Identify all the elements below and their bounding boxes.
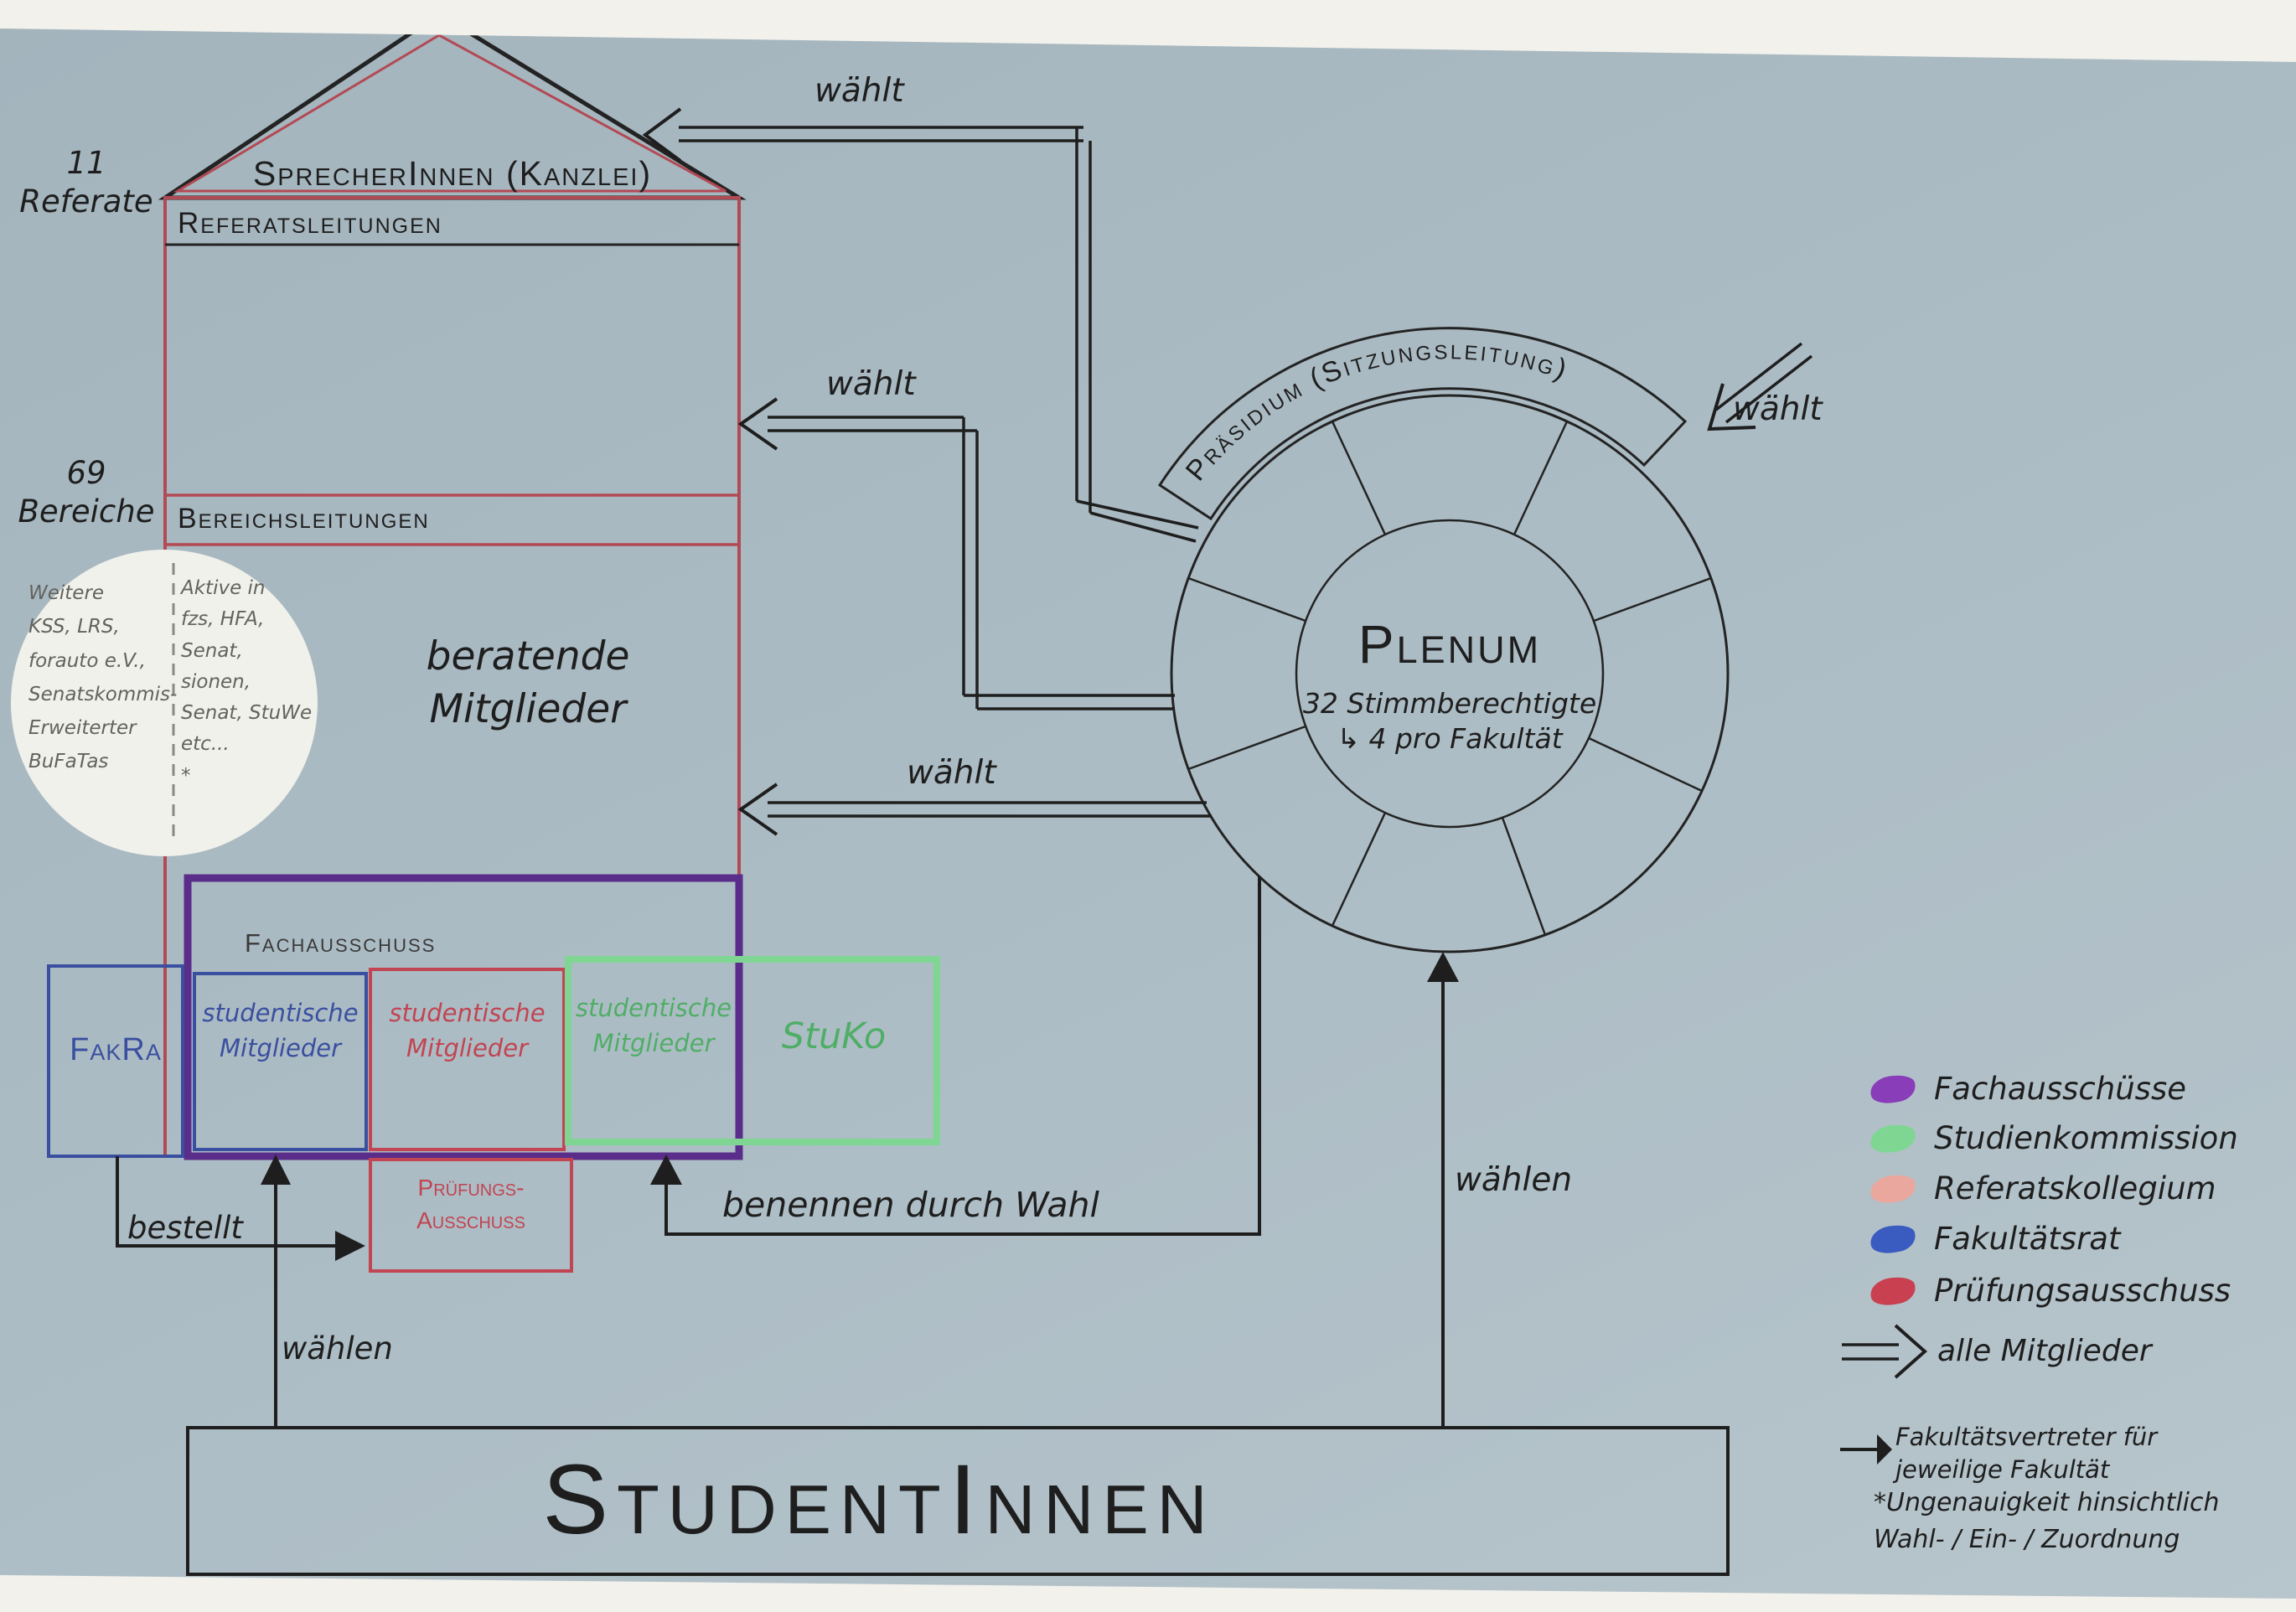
fachausschuss-box xyxy=(184,874,743,1160)
bereichsleitungen-label: Bereichsleitungen xyxy=(178,503,430,535)
member-label-fakultaetsrat: studentische Mitglieder xyxy=(202,999,359,1063)
legend-label: Fakultätsrat xyxy=(1934,1221,2121,1257)
plenum-spokes xyxy=(1187,421,1712,936)
plenum-inner-circle xyxy=(1295,519,1605,829)
plenum-line1: 32 Stimmberechtigte xyxy=(1302,687,1597,720)
member-label-pruefungsausschuss: studentische Mitglieder xyxy=(389,999,546,1063)
legend-item-studienkommission: Studienkommission xyxy=(1868,1120,2238,1156)
praesidium-label: Präsidium (Sitzungsleitung) xyxy=(1180,333,1574,487)
pruefungsausschuss-box xyxy=(369,1158,573,1273)
legend-label: Studienkommission xyxy=(1934,1120,2238,1156)
blue-blob-icon xyxy=(1868,1222,1918,1256)
salmon-blob-icon xyxy=(1868,1171,1918,1206)
stuko-label: StuKo xyxy=(781,1015,887,1057)
plenum-line2: ↳ 4 pro Fakultät xyxy=(1337,722,1563,755)
legend-label: Fachausschüsse xyxy=(1934,1071,2186,1107)
note-circle xyxy=(11,550,318,856)
bestellt-arrow xyxy=(116,1156,365,1261)
bereiche-count-label: 69 Bereiche xyxy=(18,455,155,530)
waehlt-top-arrow xyxy=(642,107,1199,543)
legend-item-pruefungsausschuss: Prüfungsausschuss xyxy=(1868,1273,2231,1309)
red-blob-icon xyxy=(1868,1274,1918,1308)
pruefungsausschuss-label: Prüfungs- Ausschuss xyxy=(416,1175,525,1234)
fakra-label: FakRa xyxy=(70,1032,162,1067)
waehlt-lower-label: wählt xyxy=(907,754,996,792)
referatsleitungen-label: Referatsleitungen xyxy=(178,207,442,240)
member-box-fakultaetsrat xyxy=(193,972,368,1151)
benennen-arrow xyxy=(650,876,1261,1236)
praesidium-band xyxy=(1157,327,1688,521)
waehlt-top-label: wählt xyxy=(814,72,904,110)
waehlen-right-arrow xyxy=(1427,952,1459,1428)
waehlt-lower-arrow xyxy=(737,783,1212,836)
purple-blob-icon xyxy=(1868,1072,1918,1106)
legend-label: Referatskollegium xyxy=(1934,1170,2216,1206)
stuko-box xyxy=(565,956,940,1145)
member-box-pruefungsausschuss xyxy=(369,968,566,1151)
referate-count-label: 11 Referate xyxy=(19,145,153,220)
waehlt-praesidium-label: wählt xyxy=(1733,390,1823,428)
legend-double-arrow xyxy=(1842,1324,1928,1379)
waehlt-middle-label: wählt xyxy=(826,365,916,403)
legend-fakultaetsvertreter-label: Fakultätsvertreter für jeweilige Fakultä… xyxy=(1895,1423,2158,1485)
legend-single-arrow xyxy=(1840,1434,1892,1465)
legend-alle-mitglieder-label: alle Mitglieder xyxy=(1937,1334,2152,1368)
footnote-label: *Ungenauigkeit hinsichtlich Wahl- / Ein-… xyxy=(1874,1488,2220,1554)
beratende-mitglieder-label: beratende Mitglieder xyxy=(426,633,630,733)
benennen-label: benennen durch Wahl xyxy=(722,1185,1099,1225)
waehlen-right-label: wählen xyxy=(1455,1161,1573,1199)
studentinnen-box xyxy=(186,1426,1730,1576)
plenum-title: Plenum xyxy=(1357,614,1542,674)
note-circle-right-column: Aktive in fzs, HFA, Senat, sionen, Senat… xyxy=(181,577,313,787)
waehlt-middle-arrow xyxy=(737,397,1175,710)
legend-label: Prüfungsausschuss xyxy=(1934,1273,2231,1309)
bestellt-label: bestellt xyxy=(127,1210,243,1246)
studentinnen-label: StudentInnen xyxy=(542,1444,1216,1555)
fachausschuss-title: Fachausschuss xyxy=(245,928,437,958)
legend-item-referatskollegium: Referatskollegium xyxy=(1868,1170,2216,1206)
member-label-studienkommission: studentische Mitglieder xyxy=(575,994,732,1058)
plenum-outer-circle xyxy=(1170,394,1730,953)
legend-item-fakultaetsrat: Fakultätsrat xyxy=(1868,1221,2121,1257)
house-roof-inner xyxy=(173,34,727,193)
waehlt-praesidium-arrow xyxy=(1707,342,1813,431)
legend-item-fachausschuesse: Fachausschüsse xyxy=(1868,1071,2186,1107)
waehlen-left-arrow xyxy=(261,1155,291,1428)
note-circle-left-column: Weitere KSS, LRS, forauto e.V., Senatsko… xyxy=(28,582,178,773)
sprecherinnen-label: SprecherInnen (Kanzlei) xyxy=(252,154,653,193)
green-blob-icon xyxy=(1868,1121,1918,1155)
waehlen-left-label: wählen xyxy=(282,1330,393,1367)
